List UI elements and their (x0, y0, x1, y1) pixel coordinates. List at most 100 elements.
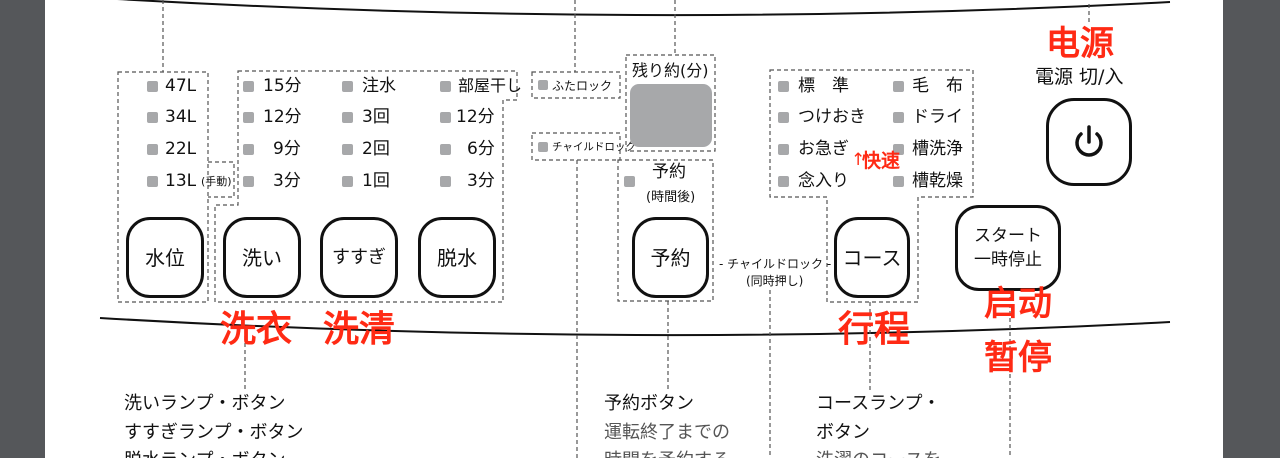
lamp-tub-clean (893, 144, 904, 155)
reserve-button[interactable]: 予約 (632, 217, 709, 298)
manual-tab-outline (208, 161, 235, 198)
quick-annotation: 快速 (862, 150, 901, 172)
lamp-wash-15 (243, 81, 254, 92)
rinse-2: 2回 (362, 139, 390, 159)
spin-3: 3分 (467, 171, 495, 191)
lamp-rinse-2 (342, 144, 353, 155)
desc-course-body: 洗濯のコースを (816, 446, 941, 458)
lamp-spin-12 (440, 112, 451, 123)
panel-bottom-edge (99, 317, 1171, 337)
desc-reserve-line2: 時間を予約する (604, 446, 730, 458)
course-dry: ドライ (912, 107, 963, 127)
wash-time-9: 9分 (273, 139, 301, 159)
lamp-wash-3 (243, 176, 254, 187)
remaining-outline (625, 54, 716, 152)
wash-annotation: 洗衣 (220, 309, 293, 350)
wash-rinse-spin-group-outline (214, 70, 518, 303)
wash-button[interactable]: 洗い (223, 217, 301, 298)
lamp-thorough (778, 176, 789, 187)
rinse-3: 3回 (362, 107, 390, 127)
lamp-rinse-fill (342, 81, 353, 92)
lamp-rinse-3 (342, 112, 353, 123)
lamp-spin-6 (440, 144, 451, 155)
desc-course-title2: ボタン (816, 422, 870, 443)
pause-annotation: 暂停 (984, 338, 1052, 378)
desc-rinse: すすぎランプ・ボタン (124, 422, 304, 443)
lamp-soak (778, 112, 789, 123)
power-annotation: 电源 (1046, 24, 1114, 64)
lamp-reserve (624, 176, 635, 187)
course-thorough: 念入り (798, 171, 849, 191)
water-level-13l: 13L (165, 171, 197, 191)
reserve-lamp-sub: (時間後) (646, 190, 696, 205)
child-lock-combo-label: - チャイルドロック - (719, 257, 832, 271)
lamp-quick (778, 144, 789, 155)
course-standard: 標 準 (798, 76, 849, 96)
panel-top-edge (117, 0, 1171, 17)
lamp-standard (778, 81, 789, 92)
lid-lock-outline (531, 71, 621, 99)
water-level-group-outline (117, 71, 209, 303)
desc-spin: 脱水ランプ・ボタン (124, 446, 285, 458)
wash-time-12: 12分 (263, 107, 302, 127)
remaining-time-display (630, 84, 712, 147)
lamp-22l (147, 144, 158, 155)
lamp-34l (147, 112, 158, 123)
desc-reserve-title: 予約ボタン (604, 393, 694, 414)
reserve-lamp-label: 予約 (652, 162, 686, 182)
lamp-13l (147, 176, 158, 187)
spin-indoor-dry: 部屋干し (458, 76, 523, 95)
manual-page: 47L 34L 22L 13L (手動) 水位 15分 12分 9分 3分 洗い… (45, 0, 1223, 458)
water-level-34l: 34L (165, 107, 197, 127)
water-level-47l: 47L (165, 76, 197, 96)
desc-reserve-line1: 運転終了までの (604, 422, 730, 443)
course-soak: つけおき (798, 107, 866, 127)
spin-6: 6分 (467, 139, 495, 159)
lamp-wash-12 (243, 112, 254, 123)
power-button[interactable] (1046, 98, 1132, 186)
rinse-button[interactable]: すすぎ (320, 217, 398, 298)
lid-lock-label: ふたロック (552, 79, 613, 93)
start-pause-button[interactable]: スタート 一時停止 (955, 205, 1061, 291)
lamp-blanket (893, 81, 904, 92)
lamp-child-lock (538, 142, 548, 152)
rinse-1: 1回 (362, 171, 390, 191)
rinse-annotation: 洗清 (323, 309, 396, 350)
course-tub-clean: 槽洗浄 (912, 139, 963, 159)
spin-button[interactable]: 脱水 (418, 217, 496, 298)
child-lock-label: チャイルドロック (552, 141, 636, 153)
course-annotation: 行程 (838, 309, 911, 350)
rinse-fill: 注水 (362, 76, 396, 96)
course-quick: お急ぎ (798, 139, 849, 159)
reserve-outline (617, 159, 714, 302)
lamp-tub-dry (893, 176, 904, 187)
water-level-button[interactable]: 水位 (126, 217, 204, 298)
lamp-rinse-1 (342, 176, 353, 187)
wash-time-3: 3分 (273, 171, 301, 191)
manual-note: (手動) (201, 175, 232, 188)
lamp-spin-indoor (440, 81, 451, 92)
wash-time-15: 15分 (263, 76, 302, 96)
quick-arrow-icon: ↑ (851, 150, 866, 170)
spin-12: 12分 (456, 107, 495, 127)
lamp-spin-3 (440, 176, 451, 187)
power-icon (1075, 125, 1103, 157)
power-label: 電源 切/入 (1035, 66, 1124, 88)
lamp-dry (893, 112, 904, 123)
start-label: スタート (974, 226, 1042, 246)
remaining-label: 残り約(分) (632, 61, 709, 80)
water-level-22l: 22L (165, 139, 197, 159)
course-group-outline (769, 69, 974, 303)
desc-course-title1: コースランプ・ (816, 393, 941, 414)
lamp-lid-lock (538, 80, 548, 90)
lamp-47l (147, 81, 158, 92)
course-button[interactable]: コース (834, 217, 910, 298)
panel-outlines (99, 0, 1171, 458)
desc-wash: 洗いランプ・ボタン (124, 393, 286, 414)
lamp-wash-9 (243, 144, 254, 155)
start-annotation: 启动 (984, 284, 1052, 324)
pause-label: 一時停止 (974, 250, 1042, 270)
course-tub-dry: 槽乾燥 (912, 171, 963, 191)
course-blanket: 毛 布 (912, 76, 963, 96)
child-lock-combo-sub: (同時押し) (746, 274, 804, 288)
